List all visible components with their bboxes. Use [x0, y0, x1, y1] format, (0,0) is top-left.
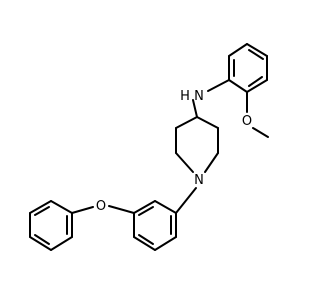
bond	[154, 236, 177, 251]
structure-canvas: H N O N O	[29, 43, 269, 251]
molecule-diagram: H N O N O	[29, 43, 269, 251]
bond	[246, 79, 268, 93]
piperidine-nitrogen-label: N	[194, 173, 204, 188]
ether-linkage	[71, 205, 135, 214]
methoxy-oxygen-label: O	[242, 114, 252, 129]
bond	[175, 152, 194, 173]
bond	[154, 200, 177, 214]
atom-labels: H N O N O	[96, 89, 252, 214]
double-bond-line	[138, 206, 154, 216]
bond	[133, 200, 156, 214]
central-benzene-ring	[133, 200, 177, 251]
bond	[108, 205, 135, 214]
double-bond-line	[34, 206, 50, 216]
bond	[133, 236, 156, 251]
bond	[192, 99, 198, 118]
ether-oxygen-label: O	[96, 199, 106, 214]
double-bond-line	[248, 49, 264, 60]
bond	[175, 187, 197, 214]
piperidine-ring	[175, 116, 219, 173]
amine-hydrogen-label: H	[180, 89, 190, 104]
bond	[50, 236, 73, 251]
methoxy-group	[246, 91, 269, 138]
bond	[228, 43, 248, 57]
phenyl-ring	[29, 200, 73, 251]
amine-nitrogen-label: N	[194, 89, 204, 104]
double-bond-line	[34, 234, 50, 245]
amine-linkage	[192, 79, 230, 118]
bond	[29, 236, 52, 251]
bond	[196, 116, 219, 129]
bond	[228, 79, 248, 93]
bond	[175, 116, 198, 129]
methoxyphenyl-ring	[228, 43, 268, 93]
bond	[207, 79, 230, 92]
bond	[50, 200, 73, 214]
benzyl-linkage	[175, 187, 197, 214]
bond	[252, 127, 269, 138]
bond	[246, 43, 268, 57]
double-bond-line	[248, 76, 263, 87]
bond	[71, 206, 94, 214]
bond	[204, 152, 219, 173]
double-bond-line	[138, 234, 154, 245]
bond	[29, 200, 52, 214]
